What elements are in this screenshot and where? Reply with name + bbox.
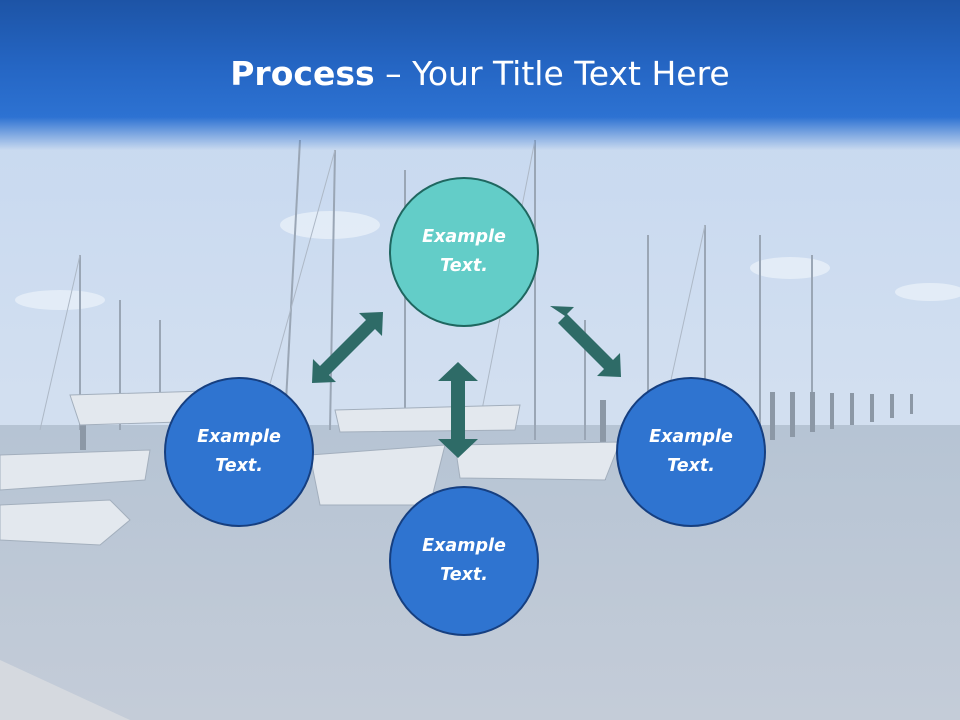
title-rest: Your Title Text Here <box>412 54 730 93</box>
double-arrow-icon <box>312 312 383 383</box>
title-dash: – <box>374 54 413 93</box>
node-bottom-text: Example Text. <box>422 536 506 585</box>
node-right-text: Example Text. <box>649 427 733 476</box>
double-arrow-icon <box>550 306 621 377</box>
process-node-right: Example Text. <box>616 377 766 527</box>
node-left-text: Example Text. <box>197 427 281 476</box>
title-bold: Process <box>230 54 375 93</box>
process-node-bottom: Example Text. <box>389 486 539 636</box>
double-arrow-icon <box>438 362 478 458</box>
slide-title: Process – Your Title Text Here <box>0 52 960 96</box>
header-band <box>0 0 960 150</box>
node-top-text: Example Text. <box>422 227 506 276</box>
process-node-top: Example Text. <box>389 177 539 327</box>
process-node-left: Example Text. <box>164 377 314 527</box>
